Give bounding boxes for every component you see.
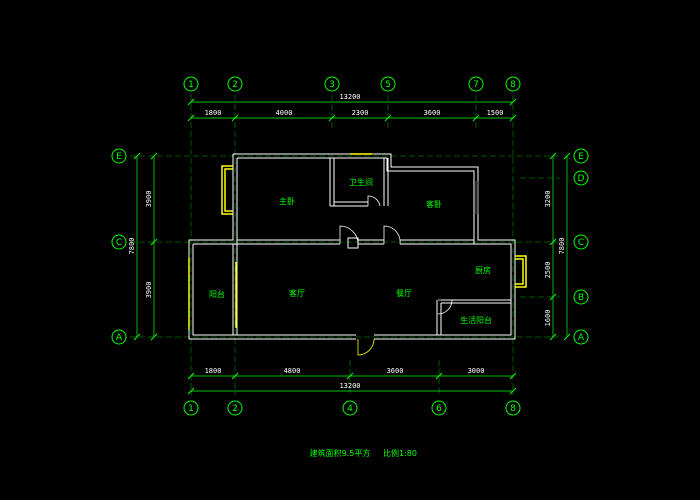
doors [339,195,453,315]
dim-right-total: 7800 [558,238,566,255]
dim-bottom-seg-2: 4800 [284,367,301,375]
dim-bottom-seg-4: 3000 [468,367,485,375]
dimension-lines [136,101,568,392]
dim-top-seg-2: 4000 [276,109,293,117]
room-balcony: 阳台 [209,289,225,299]
dim-top-total: 13200 [339,93,360,101]
axis-right-b: B [578,293,584,303]
window-thin [475,181,479,214]
axis-top-1: 1 [188,80,194,90]
dimension-ticks [133,98,571,395]
room-secondary-bedroom: 客卧 [426,199,442,209]
room-living-room: 客厅 [289,288,305,298]
room-kitchen: 厨房 [475,265,491,275]
dim-right-seg-2: 2500 [544,262,552,279]
axis-left-a: A [116,333,123,343]
windows [188,153,527,330]
axis-bottom-8: 8 [510,404,516,414]
caption-scale: 比例1:80 [383,448,417,458]
axis-right-d: D [578,174,585,184]
axis-left-e: E [116,152,122,162]
dim-right-seg-1: 3200 [544,191,552,208]
dim-top-seg-3: 2300 [352,109,369,117]
axis-grid [130,95,560,395]
axis-bottom-1: 1 [188,404,194,414]
axis-right-a: A [578,333,585,343]
dim-left-seg-1: 3900 [145,191,153,208]
axis-top-2: 2 [232,80,238,90]
dim-left-total: 7800 [128,238,136,255]
axis-bottom-4: 4 [347,404,353,414]
axis-bottom-6: 6 [436,404,442,414]
axis-top-3: 3 [329,80,335,90]
axis-bottom-2: 2 [232,404,238,414]
dim-top-seg-4: 3600 [424,109,441,117]
dim-top-seg-5: 1500 [487,109,504,117]
axis-bubbles [111,76,589,416]
dim-right-seg-3: 1600 [544,310,552,327]
caption-area: 建筑面积9.5平方 [310,448,371,458]
dim-left-seg-2: 3900 [145,282,153,299]
axis-top-7: 7 [473,80,479,90]
axis-top-8: 8 [510,80,516,90]
room-dining-room: 餐厅 [396,289,412,298]
room-master-bedroom: 主卧 [279,196,295,206]
axis-right-c: C [578,238,584,248]
dim-top-seg-1: 1800 [205,109,222,117]
axis-top-5: 5 [385,80,391,90]
dim-bottom-seg-1: 1800 [205,367,222,375]
dim-bottom-seg-3: 3600 [387,367,404,375]
room-service-balcony: 生活阳台 [460,315,492,325]
entry-door [357,338,375,356]
room-bathroom: 卫生间 [349,177,373,187]
axis-right-e: E [578,152,584,162]
axis-left-c: C [116,238,122,248]
dim-bottom-total: 13200 [339,382,360,390]
